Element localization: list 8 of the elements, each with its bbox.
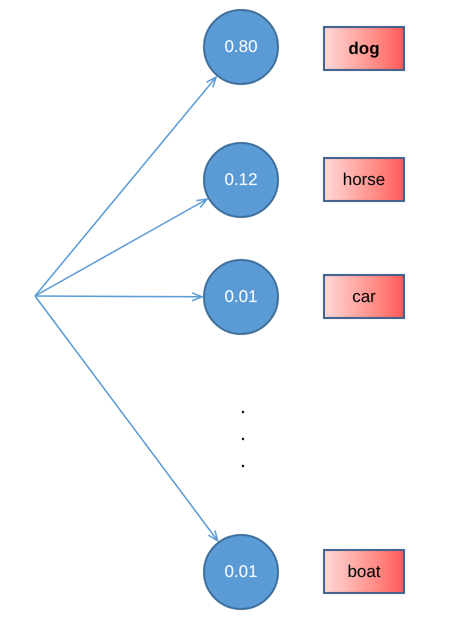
class-label-box: car — [323, 274, 405, 319]
class-label-box: horse — [323, 157, 405, 202]
class-label-box: boat — [323, 549, 405, 594]
arrow — [34, 76, 217, 296]
arrow — [35, 292, 203, 302]
arrow — [34, 198, 208, 297]
arrow — [34, 296, 218, 542]
class-label-box: dog — [323, 26, 405, 71]
